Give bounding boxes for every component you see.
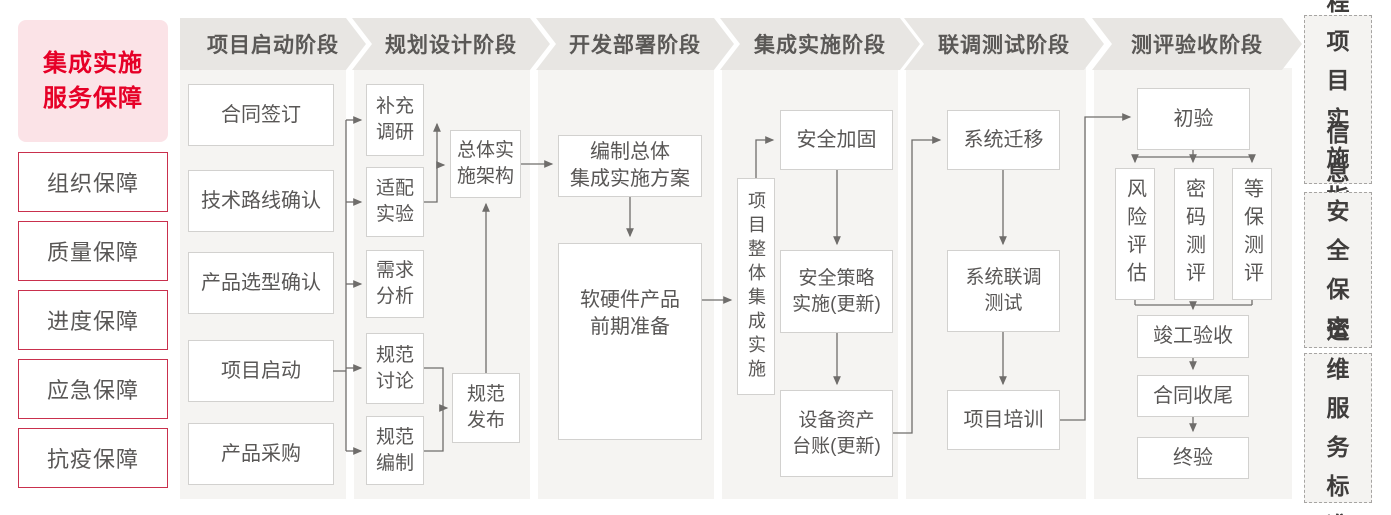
sidebar-item-schedule: 进度保障 bbox=[18, 290, 168, 350]
node-overall-architecture: 总体实 施架构 bbox=[450, 130, 521, 198]
stage-header-project-start: 项目启动阶段 bbox=[180, 18, 366, 70]
node-system-migration: 系统迁移 bbox=[947, 110, 1060, 170]
stage-header-eval-acceptance: 测评验收阶段 bbox=[1092, 18, 1302, 70]
node-project-training: 项目培训 bbox=[947, 390, 1060, 450]
node-overall-integration-impl: 项目整体集成实施 bbox=[737, 178, 775, 395]
reference-project-impl-guide: 工程 项目 实施 指引 bbox=[1304, 0, 1372, 249]
node-crypto-evaluation: 密码测评 bbox=[1174, 168, 1214, 300]
node-spec-discussion: 规范 讨论 bbox=[366, 333, 424, 404]
sidebar-item-organization: 组织保障 bbox=[18, 152, 168, 212]
node-contract-signing: 合同签订 bbox=[188, 84, 334, 146]
stage-header-integration-impl: 集成实施阶段 bbox=[720, 18, 920, 70]
node-security-hardening: 安全加固 bbox=[780, 110, 893, 170]
node-contract-closure: 合同收尾 bbox=[1137, 375, 1249, 417]
node-hw-sw-preparation: 软硬件产品 前期准备 bbox=[558, 243, 702, 440]
node-mlps-evaluation: 等保测评 bbox=[1232, 168, 1272, 300]
sidebar-item-emergency: 应急保障 bbox=[18, 359, 168, 419]
node-requirement-analysis: 需求 分析 bbox=[366, 250, 424, 318]
node-asset-ledger-update: 设备资产 台账(更新) bbox=[780, 390, 893, 477]
node-project-kickoff: 项目启动 bbox=[188, 340, 334, 402]
stage-header-develop-deploy: 开发部署阶段 bbox=[536, 18, 734, 70]
sidebar-title-line1: 集成实施 bbox=[43, 50, 143, 77]
sidebar-title-line2: 服务保障 bbox=[43, 85, 143, 112]
reference-om-service-standard: 运维 服务 标准 bbox=[1304, 317, 1372, 515]
node-final-acceptance: 终验 bbox=[1137, 437, 1249, 479]
node-compile-overall-plan: 编制总体 集成实施方案 bbox=[558, 135, 702, 197]
stage-header-joint-test: 联调测试阶段 bbox=[904, 18, 1104, 70]
sidebar-item-quality: 质量保障 bbox=[18, 221, 168, 281]
reference-om-service-standard-text: 运维 服务 标准 bbox=[1326, 317, 1359, 515]
node-completion-acceptance: 竣工验收 bbox=[1137, 315, 1249, 358]
node-product-procurement: 产品采购 bbox=[188, 423, 334, 485]
stage-header-planning-design: 规划设计阶段 bbox=[352, 18, 550, 70]
node-security-policy-impl: 安全策略 实施(更新) bbox=[780, 250, 893, 333]
node-spec-release: 规范 发布 bbox=[452, 373, 520, 443]
node-tech-route-confirm: 技术路线确认 bbox=[188, 170, 334, 232]
node-supplement-research: 补充 调研 bbox=[366, 84, 424, 156]
sidebar-item-epidemic: 抗疫保障 bbox=[18, 428, 168, 488]
sidebar-title: 集成实施 服务保障 bbox=[18, 20, 168, 142]
node-adaptation-test: 适配 实验 bbox=[366, 167, 424, 237]
node-initial-acceptance: 初验 bbox=[1137, 88, 1250, 150]
node-system-joint-test: 系统联调 测试 bbox=[947, 250, 1060, 332]
node-risk-assessment: 风险评估 bbox=[1115, 168, 1155, 300]
node-product-selection: 产品选型确认 bbox=[188, 252, 334, 314]
node-spec-compilation: 规范 编制 bbox=[366, 416, 424, 485]
